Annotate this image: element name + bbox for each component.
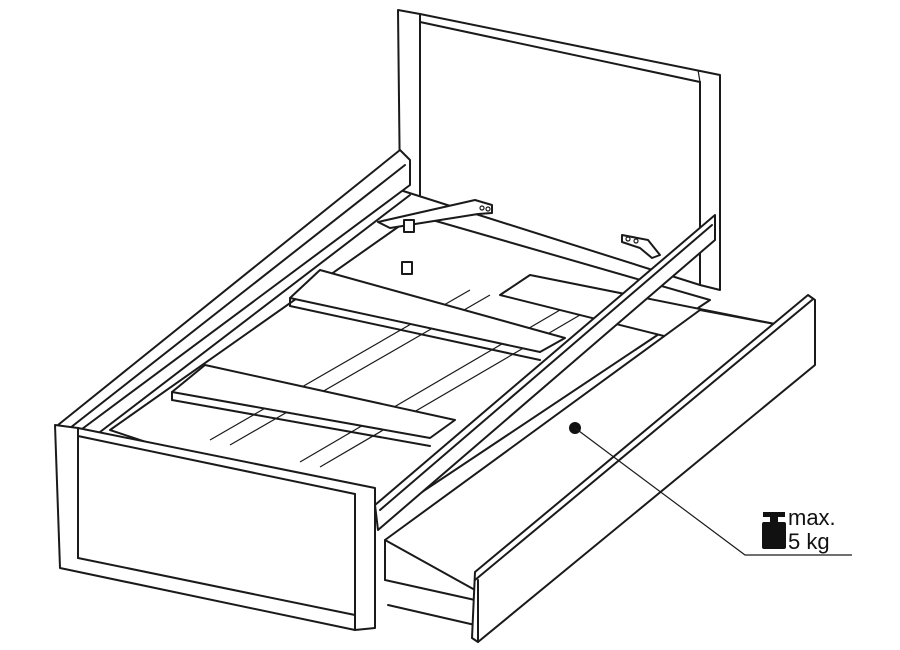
weight-limit-label: max. 5 kg xyxy=(788,506,836,554)
brackets xyxy=(377,199,661,275)
slat-boards xyxy=(171,269,566,447)
drawer-box xyxy=(384,274,781,626)
weight-icon xyxy=(762,512,786,549)
weight-limit-line2: 5 kg xyxy=(788,529,830,554)
drawer-front xyxy=(471,294,816,643)
weight-pointer xyxy=(569,422,852,556)
left-side-rail xyxy=(57,149,411,433)
right-side-rail xyxy=(374,214,716,531)
footboard xyxy=(54,424,376,631)
weight-limit-line1: max. xyxy=(788,505,836,530)
